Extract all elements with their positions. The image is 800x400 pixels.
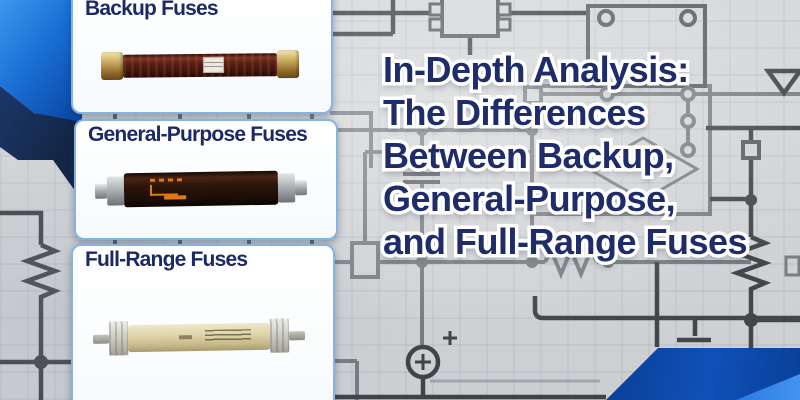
fuse-body <box>123 170 279 208</box>
fuse-cap-right <box>269 318 290 353</box>
components <box>350 0 761 397</box>
page-title: In-Depth Analysis:In-Depth Analysis: The… <box>379 46 751 266</box>
resistor-symbol-left <box>20 242 62 400</box>
fuse-terminal-left <box>94 183 108 199</box>
fuse-marking <box>164 195 187 200</box>
full-range-fuse-image <box>92 318 306 356</box>
junction-box-symbol <box>523 85 543 105</box>
general-purpose-fuse-image <box>94 169 308 209</box>
fuse-cap-left <box>106 175 125 206</box>
fuse-marking <box>149 178 185 182</box>
fuse-cap-right <box>276 49 300 79</box>
fuse-cap-left <box>100 51 124 81</box>
plus-sign <box>443 331 457 345</box>
ground-symbol <box>677 318 711 343</box>
general-purpose-fuses-card: General-Purpose Fuses <box>74 119 338 240</box>
full-range-fuses-card: Full-Range Fuses <box>71 244 335 400</box>
fuse-body <box>122 52 278 78</box>
fuse-pin-right <box>288 330 306 340</box>
capacitor-symbol <box>403 172 440 184</box>
full-range-fuses-label: Full-Range Fuses <box>85 248 248 271</box>
fuse-marking <box>179 334 193 339</box>
fuse-cap-left <box>108 321 129 356</box>
fuse-marking <box>150 184 179 196</box>
fuse-sticker <box>202 56 225 73</box>
fuse-terminal-right <box>294 179 308 195</box>
title-line-3: Between Backup,Between Backup, <box>380 132 678 180</box>
fuse-marking <box>204 328 251 343</box>
title-line-1: In-Depth Analysis:In-Depth Analysis: <box>380 46 693 94</box>
fuse-body <box>127 322 271 352</box>
backup-fuses-card: Backup Fuses <box>71 0 333 114</box>
fuse-pin-left <box>92 334 110 344</box>
title-line-4: General-Purpose,General-Purpose, <box>379 175 679 223</box>
connector-block-symbol <box>586 4 707 88</box>
backup-fuse-image <box>100 49 300 81</box>
diamond-symbol <box>585 136 701 202</box>
component-box-symbol <box>350 241 380 279</box>
diode-triangle-symbol <box>763 68 800 97</box>
bracket-symbol <box>784 255 800 277</box>
ic-chip-symbol <box>440 0 500 38</box>
resistor-symbol-right <box>730 234 772 320</box>
fuse-cap-right <box>277 172 296 203</box>
general-purpose-fuses-label: General-Purpose Fuses <box>88 123 308 146</box>
backup-fuses-label: Backup Fuses <box>85 0 219 20</box>
